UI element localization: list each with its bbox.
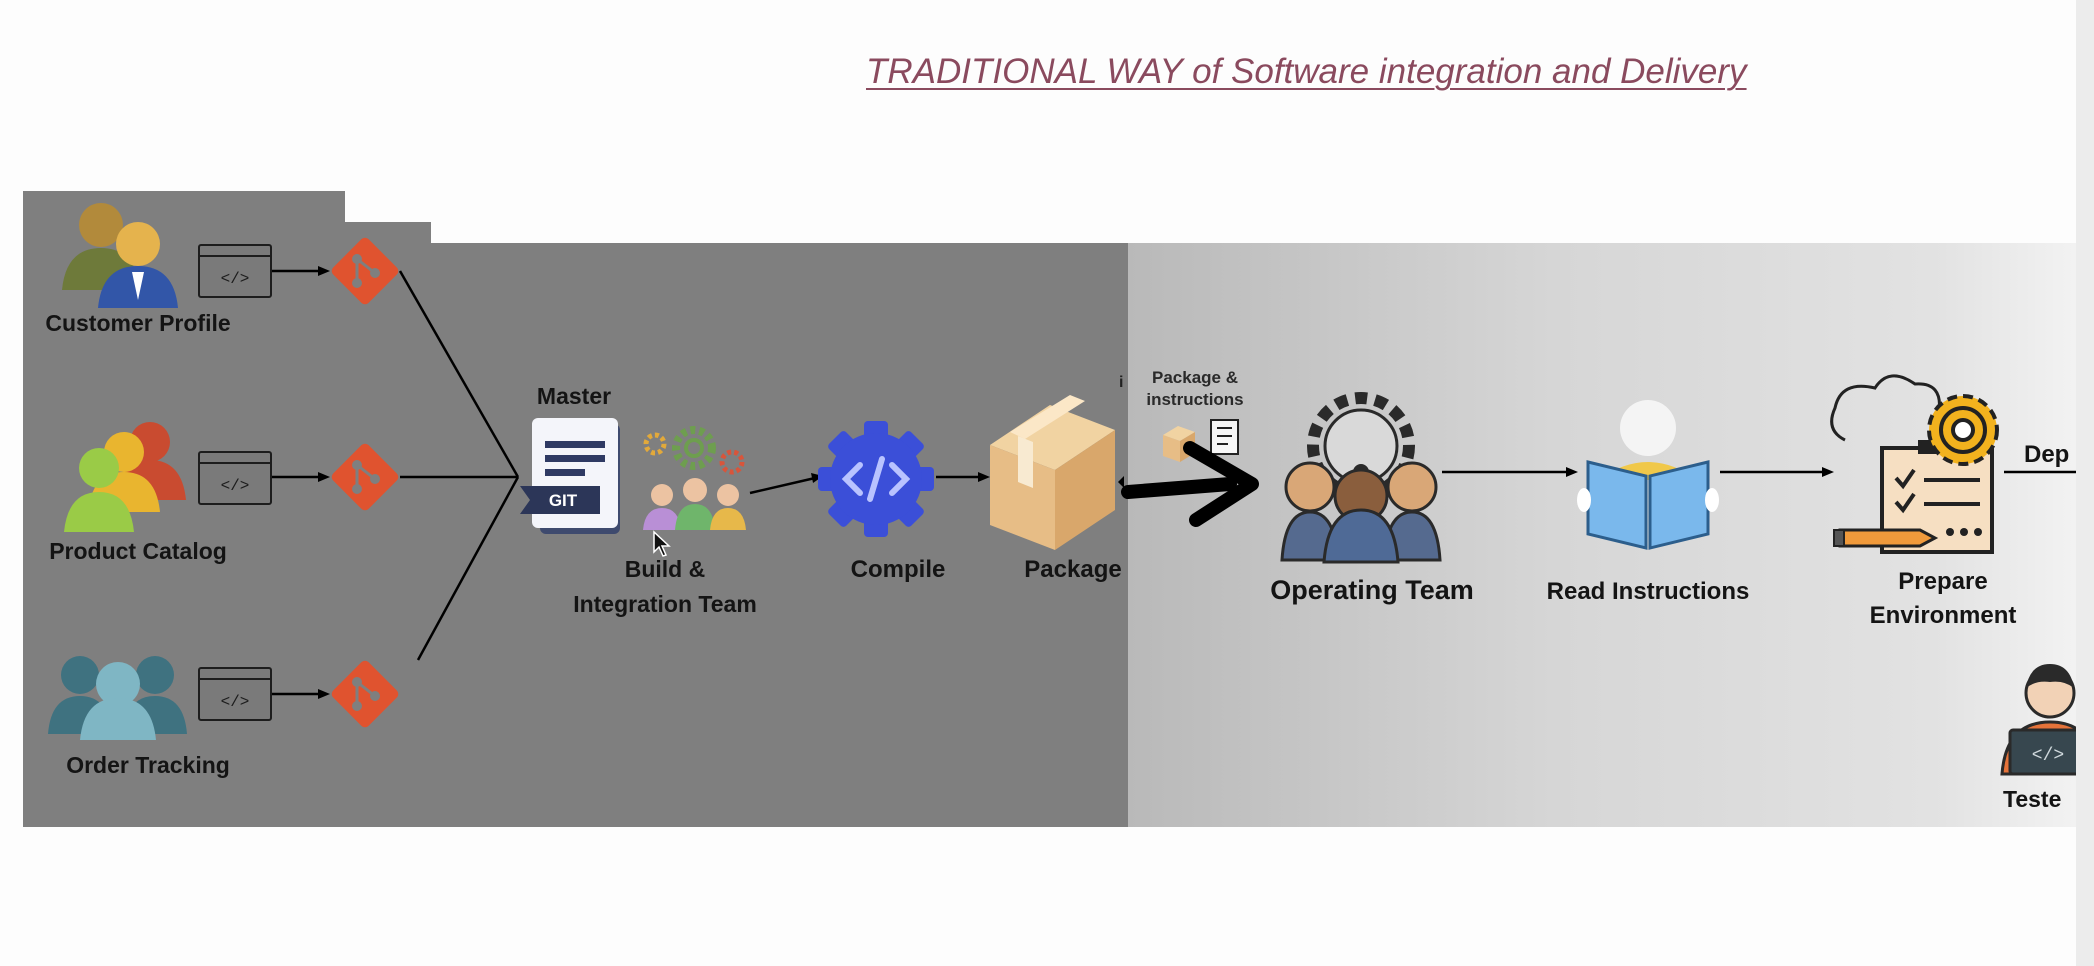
order-tracking-avatar-icon	[48, 656, 187, 740]
package-label: Package	[1024, 556, 1122, 583]
code-window-icon-1: </>	[198, 244, 272, 298]
tester-icon: </>	[2000, 664, 2094, 776]
svg-text:</>: </>	[221, 693, 250, 711]
svg-text:</>: </>	[221, 477, 250, 495]
mouse-cursor-icon	[653, 530, 671, 557]
operating-team-icon	[1280, 392, 1442, 564]
build-team-icon	[643, 426, 746, 530]
operating-team-label: Operating Team	[1270, 575, 1474, 605]
code-window-icon-3: </>	[198, 667, 272, 721]
code-window-icon-2: </>	[198, 451, 272, 505]
compile-gear-icon	[818, 421, 934, 537]
connector-lines	[272, 269, 2076, 696]
svg-text:</>: </>	[221, 270, 250, 288]
git-document-icon: GIT	[520, 418, 620, 534]
package-instructions-clipped-text: i	[1119, 374, 1124, 391]
customer-profile-avatar-icon	[62, 203, 178, 308]
package-instructions-line1: Package &	[1151, 368, 1238, 387]
instructions-sheet-icon	[1210, 419, 1239, 455]
package-instructions-label: Package & instructions	[1146, 367, 1243, 411]
build-team-label-line2: Integration Team	[573, 591, 757, 617]
deploy-label-clipped: Dep	[2024, 441, 2070, 468]
git-logo-icon-1	[331, 237, 399, 305]
package-box-icon	[990, 395, 1115, 550]
prepare-environment-label: Prepare Environment	[1870, 565, 2017, 633]
order-tracking-label: Order Tracking	[66, 752, 230, 778]
product-catalog-avatar-icon	[64, 422, 186, 532]
handoff-arrow-icon	[1118, 441, 1259, 527]
git-tag-text: GIT	[549, 491, 578, 510]
read-instructions-label: Read Instructions	[1546, 578, 1750, 605]
right-edge-strip	[2076, 0, 2094, 966]
package-instructions-line2: instructions	[1146, 390, 1244, 409]
prepare-environment-icon	[1830, 374, 1999, 554]
git-logo-icon-2	[331, 443, 399, 511]
dev-panel	[23, 191, 1128, 827]
prepare-environment-line2: Environment	[1869, 602, 2017, 629]
build-team-label-line1: Build &	[624, 556, 706, 582]
compile-label: Compile	[850, 556, 946, 583]
page-title: TRADITIONAL WAY of Software integration …	[866, 52, 1747, 91]
svg-text:</>: </>	[2032, 746, 2064, 766]
customer-profile-label: Customer Profile	[45, 310, 231, 336]
read-instructions-icon	[1577, 400, 1719, 550]
product-catalog-label: Product Catalog	[49, 538, 227, 564]
master-branch-label: Master	[536, 383, 612, 409]
prepare-environment-line1: Prepare	[1898, 568, 1988, 595]
git-logo-icon-3	[331, 660, 399, 728]
build-team-label: Build & Integration Team	[573, 552, 757, 622]
tester-label-clipped: Teste	[2003, 786, 2062, 812]
arrowheads	[318, 266, 1834, 699]
